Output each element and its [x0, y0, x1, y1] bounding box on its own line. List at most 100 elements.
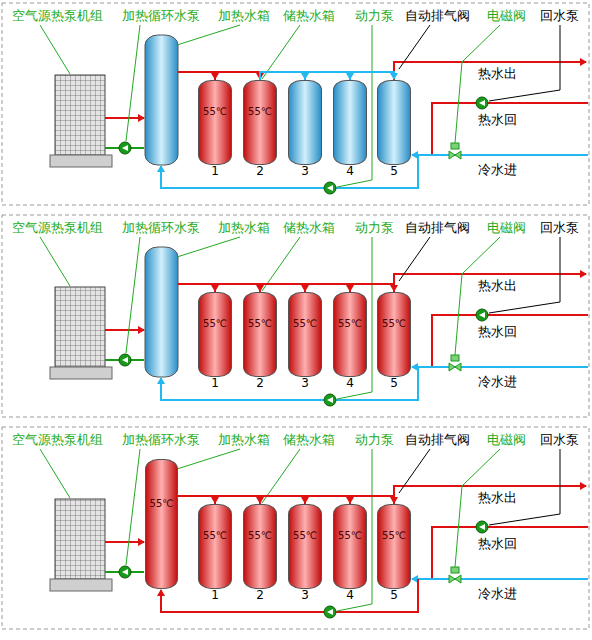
- pipe: [105, 329, 144, 331]
- cold-water-pipe: [412, 366, 588, 368]
- temperature-label: 55℃: [289, 318, 321, 330]
- callout-label: 动力泵: [355, 8, 394, 23]
- temperature-label: 55℃: [244, 318, 276, 330]
- pipe-connector: [350, 284, 394, 292]
- leader-line: [489, 25, 560, 101]
- valve-symbol: [449, 363, 461, 371]
- tank-number: 4: [334, 377, 366, 390]
- storage-tank: 55℃2: [243, 80, 277, 165]
- leader-line: [399, 449, 430, 493]
- pipe-connector: [260, 496, 305, 504]
- heat-pump-unit: [55, 75, 105, 155]
- pipe-connector: [260, 284, 305, 292]
- heat-pump-unit: [55, 287, 105, 367]
- tank-number: 3: [289, 165, 321, 178]
- callout-label: 自动排气阀: [405, 220, 470, 235]
- storage-tank: 55℃2: [243, 504, 277, 589]
- tank-number: 2: [244, 377, 276, 390]
- leader-line: [126, 237, 140, 353]
- temperature-label: 55℃: [289, 530, 321, 542]
- callout-label: 自动排气阀: [405, 432, 470, 447]
- cold-water-pipe: [412, 154, 588, 156]
- pipe-connector: [305, 284, 350, 292]
- tank-number: 4: [334, 165, 366, 178]
- callout-label: 加热水箱: [218, 432, 270, 447]
- callout-label: 回水泵: [540, 8, 579, 23]
- temperature-label: 55℃: [334, 530, 366, 542]
- temperature-label: 55℃: [244, 106, 276, 118]
- callout-label: 自动排气阀: [405, 8, 470, 23]
- pipe-label: 冷水进: [478, 586, 517, 601]
- storage-tank: 55℃3: [288, 504, 322, 589]
- tank-number: 1: [199, 377, 231, 390]
- pump-arrow: [122, 145, 128, 151]
- storage-tank: 55℃3: [288, 292, 322, 377]
- leader-line: [489, 237, 560, 313]
- pump-symbol: [324, 394, 336, 406]
- tank-number: 2: [244, 589, 276, 602]
- heat-pump-base: [50, 155, 112, 167]
- leader-line: [40, 449, 70, 498]
- tank-number: 3: [289, 589, 321, 602]
- leader-line: [262, 25, 300, 79]
- solenoid-coil: [451, 143, 459, 149]
- pump-symbol: [119, 354, 131, 366]
- callout-label: 动力泵: [355, 432, 394, 447]
- heat-pump-base: [50, 367, 112, 379]
- callout-label: 加热循环水泵: [122, 220, 200, 235]
- callout-label: 加热循环水泵: [122, 8, 200, 23]
- callout-label: 加热循环水泵: [122, 432, 200, 447]
- pipe-label: 热水出: [478, 66, 517, 81]
- callout-label: 空气源热泵机组: [12, 220, 103, 235]
- callout-label: 电磁阀: [487, 220, 526, 235]
- return-pipe: [432, 527, 588, 579]
- heating-tank: [145, 247, 178, 377]
- temperature-label: 55℃: [244, 530, 276, 542]
- pipe-connector: [305, 72, 350, 80]
- leader-line: [40, 25, 70, 74]
- callout-label: 电磁阀: [487, 432, 526, 447]
- callout-label: 储热水箱: [283, 8, 335, 23]
- tank-number: 1: [199, 165, 231, 178]
- leader-line: [262, 237, 300, 291]
- temperature-label: 55℃: [378, 318, 410, 330]
- pump-symbol: [324, 606, 336, 618]
- pipe-label: 热水回: [478, 324, 517, 339]
- valve-symbol: [449, 575, 461, 583]
- leader-line: [40, 237, 70, 286]
- storage-tank: 55℃1: [198, 292, 232, 377]
- leader-line: [177, 237, 240, 257]
- heat-pump-unit: [55, 499, 105, 579]
- temperature-label: 55℃: [146, 498, 177, 510]
- pump-arrow: [327, 397, 333, 403]
- storage-tank: 3: [288, 80, 322, 165]
- temperature-label: 55℃: [199, 106, 231, 118]
- tank-number: 3: [289, 377, 321, 390]
- heating-tank: 55℃: [145, 459, 178, 589]
- storage-tank: 5: [377, 80, 411, 165]
- pump-arrow: [479, 100, 485, 106]
- pipe-label: 热水出: [478, 278, 517, 293]
- storage-tank: 55℃4: [333, 292, 367, 377]
- pipe-label: 冷水进: [478, 162, 517, 177]
- leader-line: [399, 237, 430, 281]
- leader-line: [399, 25, 430, 69]
- callout-label: 加热水箱: [218, 220, 270, 235]
- storage-tank: 55℃1: [198, 504, 232, 589]
- callout-label: 电磁阀: [487, 8, 526, 23]
- heating-tank: [145, 35, 178, 165]
- pipe-connector: [350, 496, 394, 504]
- callout-label: 加热水箱: [218, 8, 270, 23]
- callout-label: 储热水箱: [283, 432, 335, 447]
- leader-line: [262, 449, 300, 503]
- pump-arrow: [479, 312, 485, 318]
- pipe: [105, 117, 144, 119]
- storage-tank: 55℃5: [377, 504, 411, 589]
- panel-frame: [2, 215, 589, 417]
- callout-label: 回水泵: [540, 220, 579, 235]
- pipe-label: 热水出: [478, 490, 517, 505]
- pipe-label: 冷水进: [478, 374, 517, 389]
- pipe-connector: [215, 72, 260, 80]
- pipe-connector: [350, 72, 394, 80]
- hot-water-pipe: [394, 62, 586, 80]
